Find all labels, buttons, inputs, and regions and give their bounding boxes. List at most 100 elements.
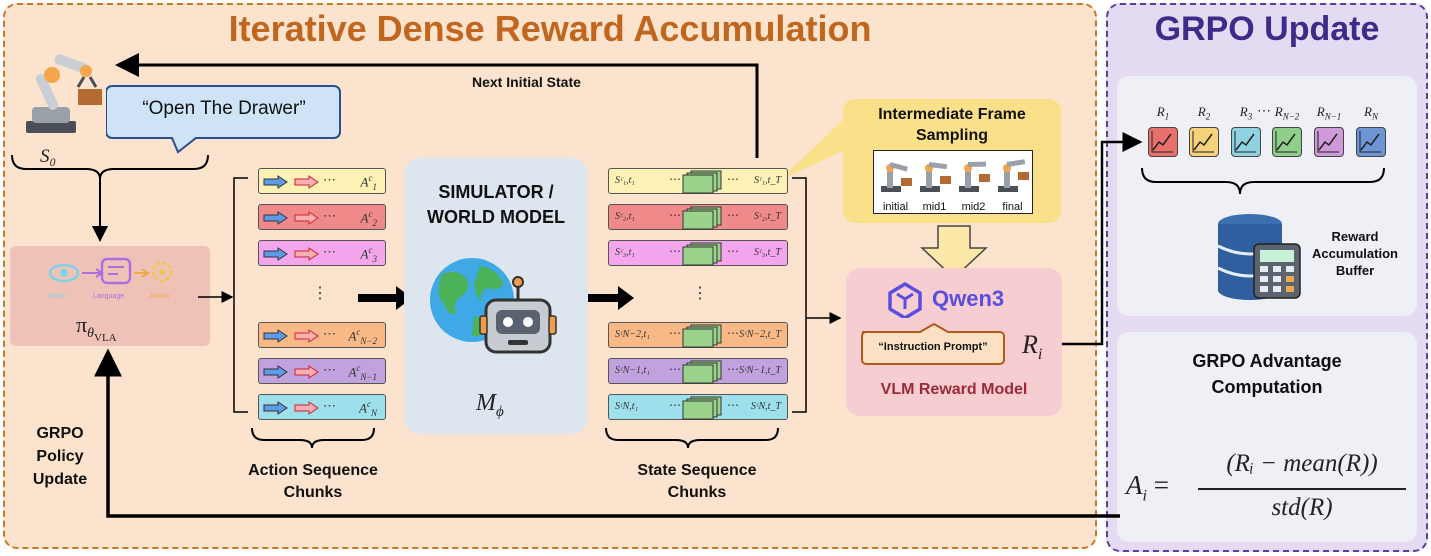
advantage-lhs-subscript: i [1142, 487, 1147, 505]
sampled-frame: initial [877, 152, 914, 213]
language-label: Language [93, 293, 125, 300]
action-label: AcN [359, 399, 377, 418]
arrow-icon [263, 401, 319, 415]
vision-label: Vision [48, 293, 67, 300]
action-chunks-line1: Action Sequence [248, 462, 378, 479]
advantage-denominator: std(R) [1271, 494, 1333, 521]
action-chunk: ⋯ Ac2 [258, 204, 386, 230]
chunk-dots: ⋯ [727, 244, 739, 258]
frame-label: initial [882, 201, 909, 213]
state-label-left: Sᶜ₁,t₁ [615, 175, 635, 186]
frames-stack-icon [682, 360, 722, 384]
advantage-lhs: Ai = [1126, 470, 1169, 505]
frame-label: mid2 [961, 201, 986, 213]
vla-policy-box [10, 246, 210, 346]
sampled-frame: mid2 [955, 152, 992, 213]
instruction-text: “Open The Drawer” [142, 98, 306, 119]
globe-robot-icon [430, 258, 557, 354]
action-chunk: ⋯Ac3 [258, 240, 386, 266]
chunk-dots: ⋯ [323, 326, 336, 341]
reward-chart-icon [1189, 127, 1219, 157]
chunk-dots: ⋯ [669, 362, 681, 376]
state-chunk: SᶜN−1,t₁⋯⋯SᶜN−1,t_T [608, 358, 788, 384]
buffer-label-line3: Buffer [1335, 263, 1375, 278]
chunk-dots: ⋯ [669, 208, 681, 222]
state-label-right: Sᶜ₂,t_T [754, 211, 781, 222]
advantage-lhs-letter: A [1126, 470, 1143, 500]
reward-label: R3 [1239, 104, 1253, 122]
frames-stack-icon [682, 170, 722, 194]
reward-label: RN−2 [1274, 104, 1300, 122]
action-label: Ac1 [360, 173, 377, 192]
vlm-caption: VLM Reward Model [880, 381, 1028, 398]
pi-symbol: π [76, 312, 88, 337]
advantage-title-line1: GRPO Advantage [1192, 351, 1342, 371]
action-chunks-line2: Chunks [283, 484, 343, 501]
chunk-dots: ⋯ [323, 398, 336, 413]
qwen-brand: Qwen3 [932, 286, 1005, 311]
state-chunks-line1: State Sequence [637, 462, 757, 479]
chunk-dots: ⋯ [727, 398, 739, 412]
reward-label: RN [1364, 104, 1378, 122]
frame-label: mid1 [922, 201, 947, 213]
arrow-icon [263, 329, 319, 343]
instruction-bubble [106, 85, 341, 154]
state-chunk: SᶜN,t₁ ⋯ ⋯ SᶜN,t_T [608, 394, 788, 420]
state-chunks-label: State Sequence Chunks [612, 460, 782, 504]
frames-stack-icon [682, 242, 722, 266]
grpo-policy-update-label: GRPO Policy Update [20, 422, 100, 491]
advantage-numerator: (Rᵢ − mean(R)) [1226, 450, 1378, 477]
chunk-dots: ⋯ [323, 208, 336, 223]
sampled-frame: final [994, 152, 1031, 213]
chunk-dots: ⋯ [669, 398, 681, 412]
state-label-left: SᶜN−2,t₁ [615, 329, 650, 340]
reward-output-letter: R [1022, 330, 1038, 359]
grpo-label-line1: GRPO [36, 425, 84, 442]
simulator-title: SIMULATOR / WORLD MODEL [404, 180, 588, 230]
buffer-label-line2: Accumulation [1312, 246, 1398, 261]
state-chunks-line2: Chunks [667, 484, 727, 501]
action-label: Ac2 [360, 209, 377, 228]
frame-label: final [1002, 201, 1023, 213]
reward-chart-icon [1148, 127, 1178, 157]
state-label-left: Sᶜ₂,t₁ [615, 211, 635, 222]
buffer-label-line1: Reward [1331, 229, 1379, 244]
state-label-right: SᶜN−1,t_T [739, 365, 781, 376]
reward-label: R1 [1156, 104, 1170, 122]
buffer-label: Reward Accumulation Buffer [1300, 228, 1410, 279]
action-chunk: ⋯Ac1 [258, 168, 386, 194]
chunk-dots: ⋯ [727, 208, 739, 222]
database-icon [1217, 214, 1301, 300]
prompt-bubble [861, 322, 1005, 365]
state-chunk: Sᶜ₂,t₁ ⋯ ⋯ Sᶜ₂,t_T [608, 204, 788, 230]
reward-output-subscript: i [1037, 346, 1043, 364]
action-chunk: ⋯AcN−1 [258, 358, 386, 384]
next-state-label: Next Initial State [472, 74, 581, 90]
left-panel-title: Iterative Dense Reward Accumulation [228, 8, 872, 49]
frame-sampling-line1: Intermediate Frame [878, 106, 1026, 123]
reward-output: Ri [1022, 330, 1042, 364]
fraction-bar [1198, 488, 1406, 490]
action-label: AcN−2 [348, 327, 377, 346]
state-vertical-dots: ⋮ [692, 285, 708, 302]
vla-subscript: VLA [94, 332, 117, 345]
chunk-dots: ⋯ [323, 244, 336, 259]
state-chunk: SᶜN−2,t₁⋯⋯SᶜN−2,t_T [608, 322, 788, 348]
reward-chart-icon [1231, 127, 1261, 157]
chunk-dots: ⋯ [669, 244, 681, 258]
state-label-right: SᶜN,t_T [750, 401, 781, 412]
frames-stack-icon [682, 206, 722, 230]
simulator-title-line1: SIMULATOR / [438, 182, 554, 202]
world-model-symbol: Mϕ [476, 390, 504, 421]
initial-state-label: S₀ [40, 146, 57, 167]
state-label-left: SᶜN,t₁ [615, 401, 639, 412]
state-label-right: Sᶜ₁,t_T [754, 175, 781, 186]
world-model-letter: M [476, 390, 496, 416]
action-chunk: ⋯ AcN−2 [258, 322, 386, 348]
arrow-icon [263, 247, 319, 261]
frame-sampling-title: Intermediate Frame Sampling [843, 104, 1061, 146]
frames-stack-icon [682, 324, 722, 348]
chunk-dots: ⋯ [727, 172, 739, 186]
state-chunk: Sᶜ₁,t₁⋯⋯Sᶜ₁,t_T [608, 168, 788, 194]
